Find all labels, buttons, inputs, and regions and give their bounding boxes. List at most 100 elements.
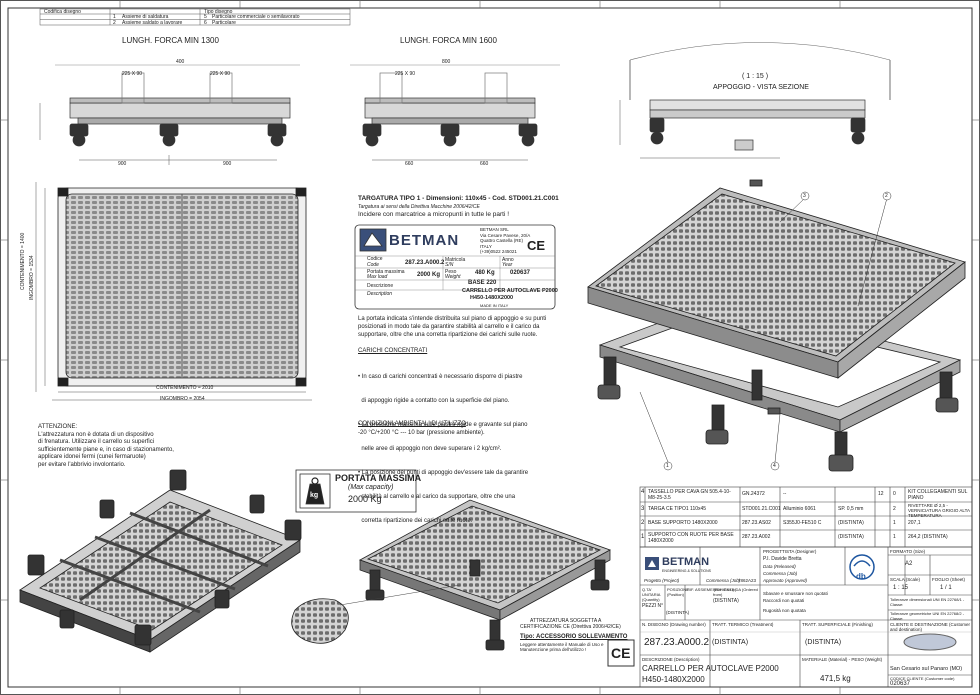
bom-row-pos: 1 (893, 520, 896, 526)
nameplate-label: Anno (502, 257, 514, 263)
portata-box-value: 2000 Kg (348, 494, 382, 504)
db-logo: db (856, 572, 866, 581)
notes-carichi: • In caso di carichi concentrati è neces… (358, 357, 528, 533)
nameplate-descr: H450-1480X2000 (470, 295, 514, 301)
view-title-right: LUNGH. FORCA MIN 1600 (400, 36, 497, 45)
targa-heading: TARGATURA TIPO 1 - Dimensioni: 110x45 - … (358, 195, 559, 202)
note-line: per evitare l'abbrivio involontario. (38, 461, 126, 468)
bom-row-number: 1 (641, 534, 645, 540)
nameplate-label: Matricola (445, 257, 466, 263)
bom-row-pos: 1 (893, 534, 896, 540)
nameplate-label: Portata massima (367, 269, 405, 275)
portata-box-title: PORTATA MASSIMA (335, 473, 422, 483)
section-scale: ( 1 : 15 ) (742, 73, 769, 80)
bom-row-desc: SUPPORTO CON RUOTE PER BASE 1480X2000 (648, 532, 734, 544)
nameplate-weight: 480 Kg (475, 270, 495, 276)
rev-table-cell: Particolare (212, 19, 236, 26)
titleblock-description: CARRELLO PER AUTOCLAVE P2000 (642, 664, 779, 673)
titleblock-label: CODICE CLIENTE (Customer code) (890, 676, 955, 681)
dimension: 225 X 90 (395, 71, 416, 77)
nameplate-base: BASE 220 (468, 280, 497, 286)
titleblock-label: TRATT. TERMICO (Treatment) (712, 622, 774, 627)
rev-table-cell: Assieme saldato a lavorare (122, 19, 183, 26)
titleblock-label: RICHIESTE DA (Ordered from) (713, 587, 758, 597)
dimension: INGOMBRO = 2054 (160, 396, 205, 402)
titleblock-label: MATERIALE (Material) - PESO (Weight) (802, 657, 883, 662)
dimension: 225 X 90 (210, 71, 231, 77)
notes-tipo-sub: Leggere attentamente il Manuale di Uso e… (520, 642, 604, 652)
rev-table-header-2: Tipo disegno (204, 9, 233, 15)
titleblock-customer-city: San Cesario sul Panaro (MO) (890, 666, 963, 672)
rev-table-cell: 2 (113, 19, 116, 26)
nameplate-label: Max load (367, 274, 388, 280)
titleblock-qty: PEZZI N° (642, 603, 664, 609)
titleblock-description: H450-1480X2000 (642, 675, 705, 684)
dimension: 900 (223, 161, 232, 167)
iso-view-main (587, 179, 966, 472)
dimension: 400 (176, 59, 185, 65)
titleblock-label: Commessa (Job) (706, 578, 741, 583)
bom-row-qty: 12 (878, 491, 884, 497)
note-line: supportare, oltre che una corretta ripar… (358, 332, 538, 338)
ce-mark-text: CE (611, 645, 631, 661)
note-line: L'attrezzatura non è dotata di un dispos… (38, 431, 154, 438)
title-block (639, 486, 973, 688)
nameplate-made: MADE IN ITALY (480, 303, 509, 308)
nameplate-label: Weight (445, 274, 461, 280)
portata-box (295, 469, 417, 513)
bom-row-code: GN.24372 (742, 491, 765, 497)
dimension: INGOMBRO = 1534 (29, 255, 35, 300)
targa-sub: Targatura ai sensi della Direttiva Macch… (358, 204, 480, 210)
nameplate-code: 287.23.A000.2 (405, 260, 445, 266)
nameplate-info-line: Quattro Castella (RE) (480, 238, 524, 243)
bom-row-qty: (DISTINTA) (838, 520, 864, 526)
dimension: 660 (405, 161, 414, 167)
note-line: di appoggio rigide a contatto con la sup… (358, 398, 510, 404)
bom-row-qty: SP. 0,5 mm (838, 506, 864, 512)
titleblock-drawing-number: 287.23.A000.2 (644, 637, 710, 648)
dimension: CONTENIMENTO = 1400 (20, 232, 26, 290)
nameplate-label: S/N (445, 262, 454, 268)
nameplate-serial: 020637 (510, 270, 531, 276)
titleblock-scale: 1 : 15 (893, 585, 909, 591)
bom-row-extra: 264,2 (DISTINTA) (908, 534, 948, 540)
notes-tipo: Tipo: ACCESSORIO SOLLEVAMENTO (520, 634, 628, 640)
titleblock-brand: BETMAN (662, 556, 710, 568)
nameplate-company-info: BETMAN SRL Via Cesare Pavese, 20/A Quatt… (480, 227, 530, 255)
titleblock-label: DESCRIZIONE (Description) (642, 657, 700, 662)
notes-portata: La portata indicata s'intende distribuit… (358, 315, 546, 339)
nameplate-info-line: (+39)0522 245021 (480, 249, 517, 254)
titleblock-label: POSIZIONE (Position) (667, 587, 689, 597)
front-view-right (350, 64, 560, 161)
titleblock-brand-tag: ENGINEERING & SOLUTIONS (662, 569, 712, 573)
balloon: 2 (885, 193, 888, 199)
nameplate-label: Code (367, 262, 379, 268)
bom-row-code: STD001.21.C001 (742, 506, 781, 512)
bom-row-number: 2 (641, 520, 645, 526)
view-title-left: LUNGH. FORCA MIN 1300 (122, 36, 219, 45)
titleblock-label: TRATT. SUPERFICIALE (Finishing) (802, 622, 873, 627)
bom-row-mat: -- (783, 491, 787, 497)
dimension: 225 X 90 (122, 71, 143, 77)
titleblock-sheet: 1 / 1 (940, 585, 952, 591)
titleblock-format: A2 (905, 561, 913, 567)
titleblock-label: CLIENTE E DESTINAZIONE (Customer and des… (890, 622, 971, 632)
titleblock-label: RIF. ASSIEME (Ref. Group) (687, 587, 737, 592)
notes-cond-title: CONDIZIONI AMBIENTALI DI UTILIZZO (358, 421, 466, 427)
dimension: 900 (118, 161, 127, 167)
balloon: 4 (773, 463, 776, 469)
bom-row-extra: KIT COLLEGAMENTI SUL PIANO (908, 489, 968, 501)
rev-table-cell: Particolare commerciale o semilavorato (212, 14, 300, 20)
titleblock-treatment: (DISTINTA) (712, 639, 749, 646)
titleblock-tolerance: Tolleranze dimensionali UNI EN 22768/1 -… (890, 597, 965, 607)
note-line: posizionati in modo tale da garantire st… (358, 324, 540, 330)
dimension: CONTENIMENTO = 2010 (156, 385, 214, 391)
notes-cond: -20 °C/+200 °C --- 10 bar (pressione amb… (358, 430, 485, 436)
nameplate-brand: BETMAN (389, 232, 460, 249)
titleblock-finishing: (DISTINTA) (805, 639, 842, 646)
notes-attrezzatura: ATTREZZATURA SOGGETTA A CERTIFICAZIONE C… (520, 618, 621, 630)
titleblock-note: Raccordi non quotati (763, 598, 805, 603)
portata-box-sub: (Max capacity) (348, 484, 394, 491)
bom-row-mat: Alluminio 6061 (783, 506, 816, 512)
